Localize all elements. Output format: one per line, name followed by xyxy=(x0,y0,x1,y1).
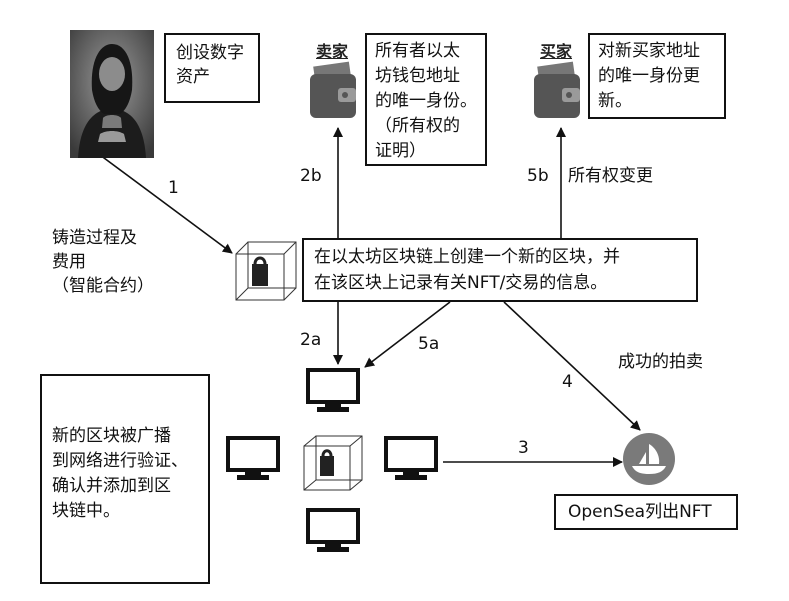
step-5b-label: 5b xyxy=(527,166,549,186)
block-cube-icon xyxy=(232,238,300,304)
buyer-wallet-icon xyxy=(534,60,580,120)
opensea-label-text: OpenSea列出NFT xyxy=(568,502,712,522)
step-1-label: 1 xyxy=(168,178,179,198)
buyer-role-label: 买家 xyxy=(540,42,573,61)
seller-wallet-icon xyxy=(310,60,356,120)
auction-label: 成功的拍卖 xyxy=(618,352,703,372)
center-block-cube-icon xyxy=(300,432,366,494)
create-asset-text: 创设数字 资产 xyxy=(176,43,244,87)
arrow-1 xyxy=(99,154,233,254)
block-note-box: 在以太坊区块链上创建一个新的区块，并 在该区块上记录有关NFT/交易的信息。 xyxy=(302,238,698,302)
opensea-logo-icon xyxy=(622,432,676,486)
arrow-5a xyxy=(364,301,451,368)
seller-note-text: 所有者以太 坊钱包地址 的唯一身份。 （所有权的 证明） xyxy=(375,41,477,161)
ownership-change-label: 所有权变更 xyxy=(568,166,653,186)
mint-process-label: 铸造过程及 费用 （智能合约） xyxy=(52,228,154,296)
arrow-4 xyxy=(503,301,641,431)
seller-note-box: 所有者以太 坊钱包地址 的唯一身份。 （所有权的 证明） xyxy=(365,33,487,166)
node-monitor-right xyxy=(384,436,438,482)
node-monitor-bottom xyxy=(306,508,360,554)
step-2b-label: 2b xyxy=(300,166,322,186)
broadcast-note-box: 新的区块被广播 到网络进行验证、 确认并添加到区 块链中。 xyxy=(40,374,210,584)
step-3-label: 3 xyxy=(518,438,529,458)
node-monitor-top xyxy=(306,368,360,414)
buyer-note-text: 对新买家地址 的唯一身份更 新。 xyxy=(598,41,700,111)
create-asset-box: 创设数字 资产 xyxy=(164,33,260,103)
step-2a-label: 2a xyxy=(300,330,322,350)
step-5a-label: 5a xyxy=(418,334,440,354)
buyer-note-box: 对新买家地址 的唯一身份更 新。 xyxy=(588,33,726,119)
broadcast-note-text: 新的区块被广播 到网络进行验证、 确认并添加到区 块链中。 xyxy=(52,426,188,521)
node-monitor-left xyxy=(226,436,280,482)
opensea-label-box: OpenSea列出NFT xyxy=(554,494,738,530)
step-4-label: 4 xyxy=(562,372,573,392)
block-note-text: 在以太坊区块链上创建一个新的区块，并 在该区块上记录有关NFT/交易的信息。 xyxy=(314,247,620,293)
seller-role-label: 卖家 xyxy=(316,42,349,61)
digital-asset-image xyxy=(70,30,154,158)
